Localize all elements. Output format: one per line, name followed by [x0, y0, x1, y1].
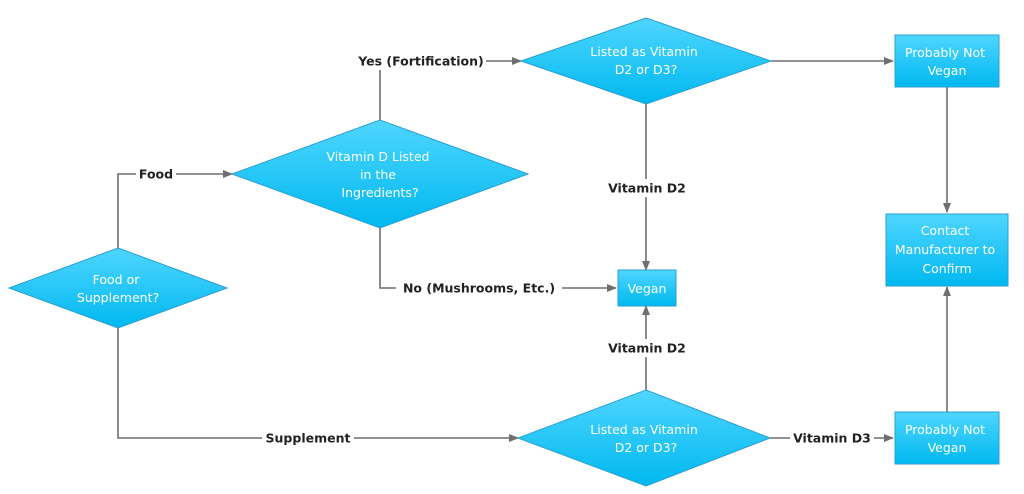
node-fortification-d2-or-d3: Listed as Vitamin D2 or D3? — [519, 17, 773, 105]
edge-labels: Food Yes (Fortification) No (Mushrooms, … — [136, 52, 874, 447]
node-probably-not-vegan-top-label: Probably Not Vegan — [905, 45, 989, 78]
node-supplement-d2-or-d3: Listed as Vitamin D2 or D3? — [516, 389, 772, 487]
node-vegan: Vegan — [617, 269, 677, 307]
edge-label-food: Food — [136, 165, 176, 183]
edge-label-vitamin-d2-bottom: Vitamin D2 — [603, 339, 691, 357]
connectors — [117, 57, 951, 442]
svg-text:Vitamin D3: Vitamin D3 — [793, 431, 871, 446]
svg-text:Food: Food — [139, 167, 173, 182]
node-food-or-supplement-label: Food or Supplement? — [77, 272, 159, 305]
edge-label-supplement: Supplement — [262, 429, 354, 447]
edge-label-vitamin-d2-top: Vitamin D2 — [603, 179, 691, 197]
node-vitamin-d-listed: Vitamin D Listed in the Ingredients? — [230, 119, 530, 229]
svg-text:Vitamin D2: Vitamin D2 — [608, 181, 686, 196]
node-vitamin-d-listed-label: Vitamin D Listed in the Ingredients? — [327, 149, 434, 200]
svg-text:Supplement: Supplement — [266, 431, 351, 446]
node-probably-not-vegan-bottom-label: Probably Not Vegan — [905, 422, 989, 455]
edge-label-vitamin-d3: Vitamin D3 — [790, 429, 874, 447]
node-fortification-d2-or-d3-label: Listed as Vitamin D2 or D3? — [590, 44, 701, 77]
node-probably-not-vegan-top: Probably Not Vegan — [894, 34, 1000, 88]
edge-start-to-supplement — [117, 328, 519, 442]
node-vegan-label: Vegan — [628, 281, 667, 296]
node-supplement-d2-or-d3-label: Listed as Vitamin D2 or D3? — [590, 422, 701, 455]
svg-text:Vitamin D2: Vitamin D2 — [608, 341, 686, 356]
edge-start-to-food — [117, 170, 233, 248]
svg-text:No (Mushrooms, Etc.): No (Mushrooms, Etc.) — [403, 281, 555, 296]
svg-text:Yes (Fortification): Yes (Fortification) — [357, 54, 484, 69]
edge-label-yes-fortification: Yes (Fortification) — [356, 52, 486, 70]
edge-label-no-mushrooms: No (Mushrooms, Etc.) — [396, 279, 562, 297]
node-contact-manufacturer-label: Contact Manufacturer to Confirm — [895, 223, 999, 276]
node-probably-not-vegan-bottom: Probably Not Vegan — [894, 411, 1000, 465]
node-contact-manufacturer: Contact Manufacturer to Confirm — [885, 213, 1009, 287]
node-food-or-supplement: Food or Supplement? — [7, 247, 229, 329]
